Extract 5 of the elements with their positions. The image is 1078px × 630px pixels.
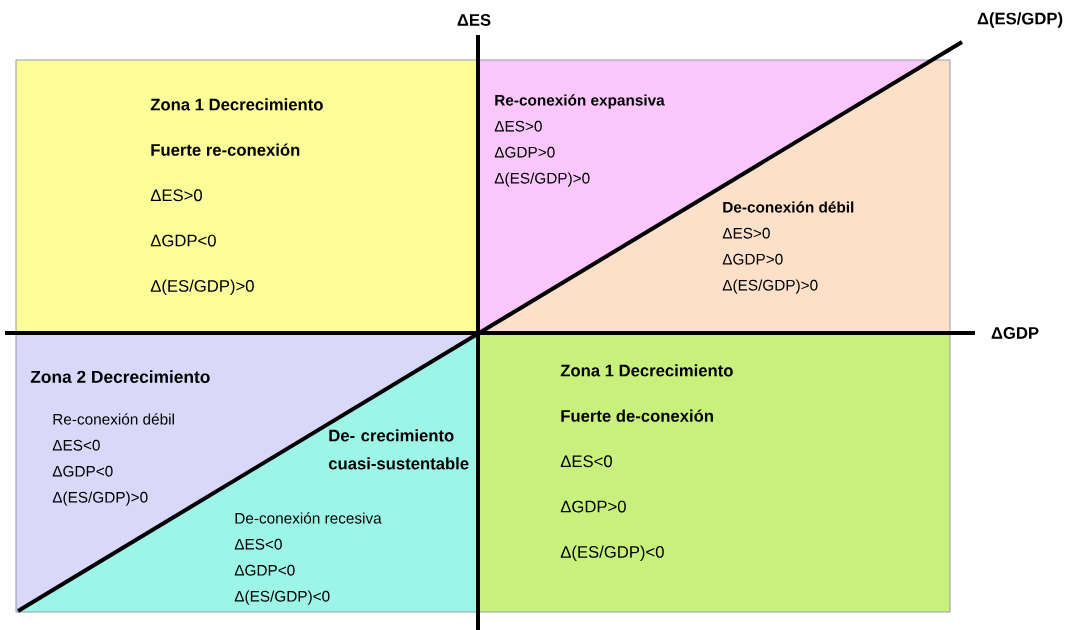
- axis-label: Δ(ES/GDP): [977, 12, 1063, 28]
- axis-label: ΔES: [457, 14, 491, 26]
- zone-region: Zona 1 Decrecimiento Fuerte re-conexión ΔES>0 ΔGDP<0 Δ(ES/GDP)>0: [16, 60, 478, 333]
- axis-label: ΔGDP: [991, 327, 1039, 339]
- zone-region: Zona 1 Decrecimiento Fuerte de-conexión ΔES<0 ΔGDP>0 Δ(ES/GDP)<0: [478, 333, 950, 612]
